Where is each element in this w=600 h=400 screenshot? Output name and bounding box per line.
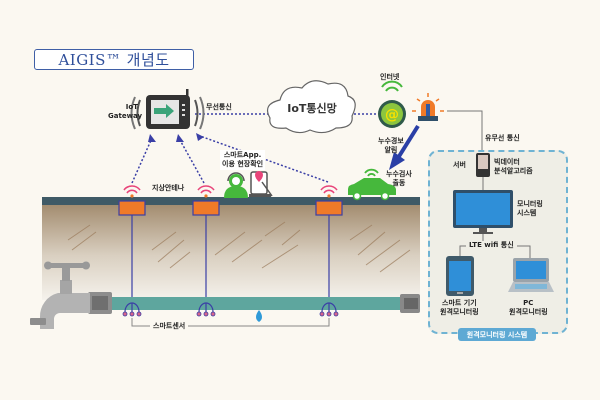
leak-alert-label: 누수경보 알림 xyxy=(378,137,404,154)
field-worker-icon xyxy=(224,172,248,198)
ground-antenna-3 xyxy=(315,200,343,297)
alert-arrow xyxy=(389,124,420,170)
smart-device-label: 스마트 기기 원격모니터링 xyxy=(440,299,479,316)
smart-app-label: 스마트App. 이용 현장확인 xyxy=(220,150,266,170)
ground-surface xyxy=(42,197,420,205)
internet-icon: @ xyxy=(378,80,406,128)
laptop-icon xyxy=(508,258,554,292)
ground-antenna-2 xyxy=(192,200,220,297)
water-pipe xyxy=(110,297,418,310)
alarm-siren-icon xyxy=(412,93,444,121)
ground-antenna-label: 지상안테나 xyxy=(152,184,185,192)
diagram-title-box: AIGIS™ 개념도 xyxy=(34,49,194,70)
iot-gateway-icon xyxy=(130,89,205,130)
wired-link xyxy=(447,110,483,151)
server-label: 서버 xyxy=(453,161,466,169)
ground-antenna-1 xyxy=(118,200,146,297)
iot-network-label: IoT통신망 xyxy=(287,102,337,115)
monitoring-system-label: 모니터링 시스템 xyxy=(517,200,543,217)
remote-monitoring-system-tag: 원격모니터링 시스템 xyxy=(458,328,536,341)
lte-wifi-label: LTE wifi 통신 xyxy=(466,241,517,250)
cloud-icon xyxy=(267,80,356,134)
faucet-icon xyxy=(30,261,112,329)
water-drop-icon xyxy=(256,310,262,322)
bigdata-label: 빅데이터 분석알고리즘 xyxy=(494,158,533,175)
iot-gateway-label: IoT Gateway xyxy=(108,103,143,120)
diagram-title: AIGIS™ 개념도 xyxy=(58,51,170,69)
wired-wireless-label: 유무선 통신 xyxy=(485,134,520,142)
smart-sensor-cluster xyxy=(124,302,337,313)
leak-inspection-label: 누수검사 출동 xyxy=(386,170,412,187)
server-icon xyxy=(476,153,490,177)
inspection-car-icon xyxy=(348,168,396,201)
smart-sensor-label: 스마트센서 xyxy=(150,322,189,331)
sensor-bracket xyxy=(131,318,330,327)
signal-icon xyxy=(123,185,338,194)
tablet-icon xyxy=(446,256,474,296)
pc-label: PC 원격모니터링 xyxy=(509,299,548,316)
svg-text:@: @ xyxy=(385,107,399,123)
smartphone-map-icon xyxy=(249,171,273,197)
soil-hatching xyxy=(67,221,411,273)
internet-label: 인터넷 xyxy=(380,73,400,81)
soil-layer xyxy=(42,200,420,300)
monitor-icon xyxy=(453,190,513,234)
wireless-label: 무선통신 xyxy=(206,103,232,111)
